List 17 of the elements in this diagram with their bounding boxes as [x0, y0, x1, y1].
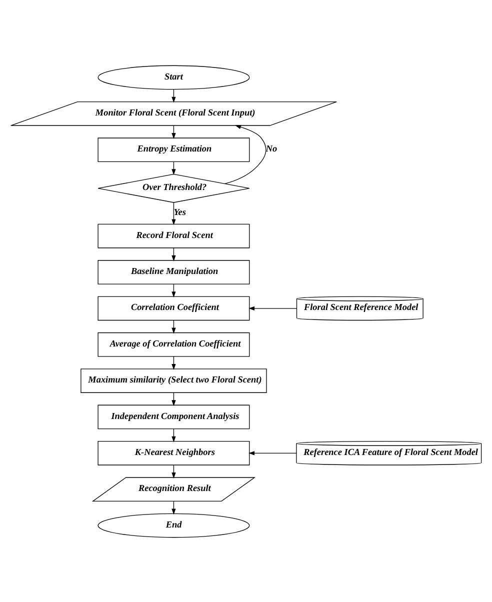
edge-label: No [266, 143, 278, 154]
node-ellipse: End [98, 512, 250, 538]
node-box: Entropy Estimation [98, 137, 250, 162]
node-box: Independent Component Analysis [98, 404, 250, 429]
node-box: Correlation Coefficient [98, 296, 250, 320]
node-box: Maximum similarity (Select two Floral Scent) [80, 368, 267, 392]
arrow [172, 202, 176, 225]
node-box: Average of Correlation Coefficient [98, 332, 250, 356]
node-box: Record Floral Scent [98, 223, 250, 248]
edge-label: Yes [174, 206, 186, 217]
arrow [248, 450, 297, 455]
node-ellipse: Start [98, 64, 250, 90]
arrow [248, 306, 298, 310]
arrow [224, 124, 266, 184]
node-box: K-Nearest Neighbors [98, 440, 250, 465]
node-box: Baseline Manipulation [98, 260, 250, 284]
node-diamond: Over Threshold? [98, 173, 250, 202]
